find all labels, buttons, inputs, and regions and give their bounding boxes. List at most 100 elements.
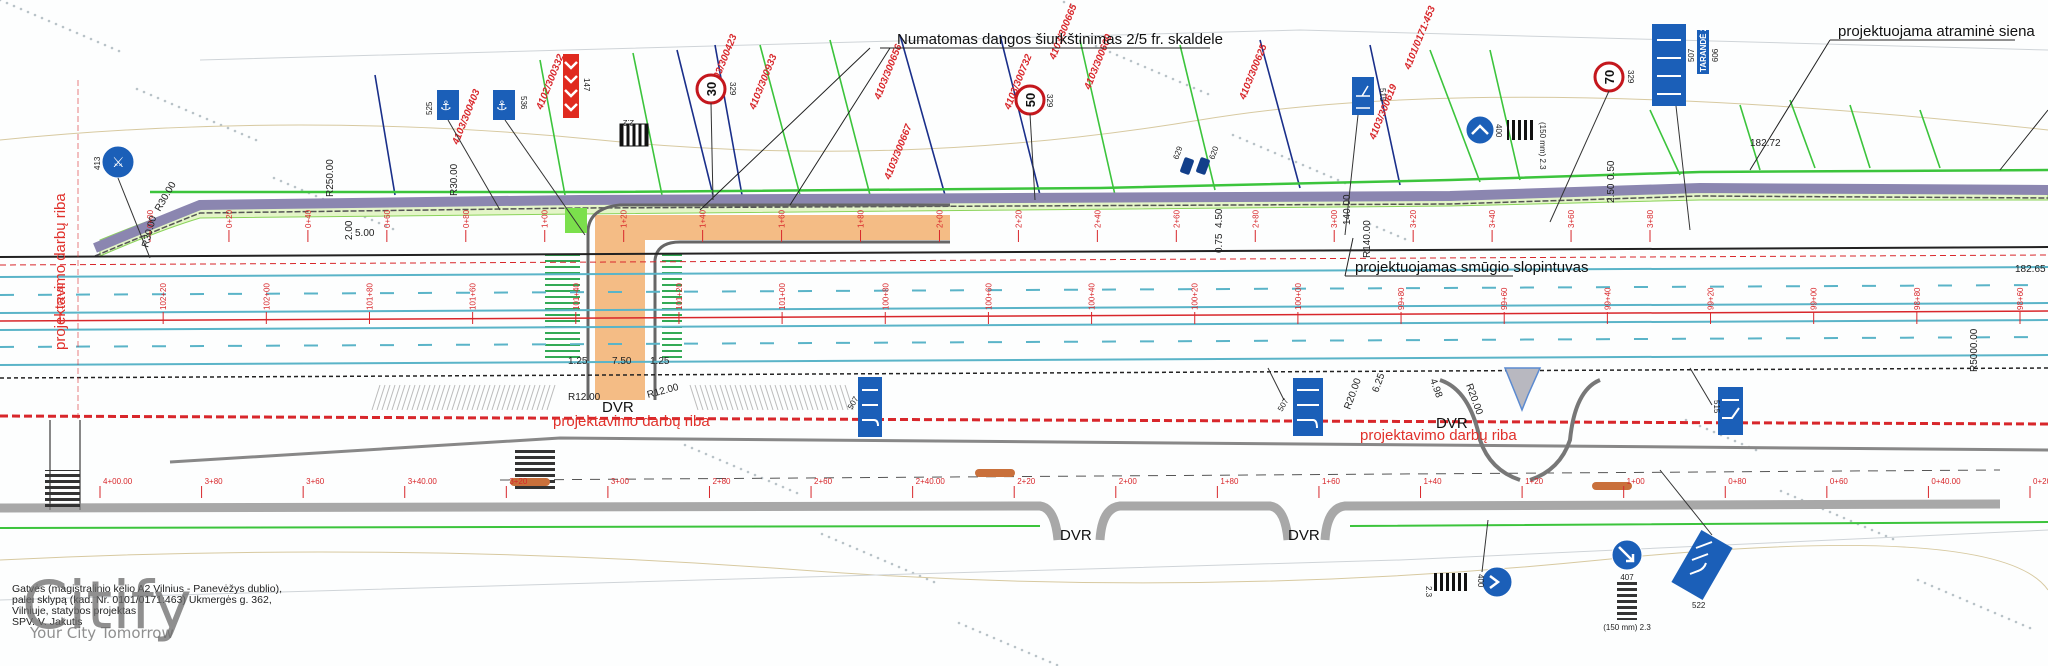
survey-point [1301,163,1305,167]
dim-750: 7.50 [612,356,632,367]
chainage-label-top: 1+40 [699,209,708,228]
chainage-label-main: 102+20 [159,283,168,310]
speed-value: 50 [1023,93,1038,107]
chainage-label-low: 3+00 [611,477,630,486]
contour-line [0,544,2048,591]
parcel-boundary-line [1369,44,1401,186]
survey-point [1238,136,1242,140]
survey-point [1884,534,1888,538]
survey-point [89,37,93,41]
chainage-label-main: 99+00 [1810,287,1819,310]
dim-r12-a: R12.00 [568,392,601,403]
survey-point [61,25,65,29]
parcel-boundary-line [374,74,396,196]
sign-code: 522 [1692,601,1706,610]
survey-point [103,43,107,47]
survey-point [1157,71,1161,75]
lane-line [0,367,2048,379]
contour-line [0,96,2048,152]
callout-roughening-text: Numatomas dangos šiurkštinimas 2/5 fr. s… [897,31,1223,48]
hatch-line [411,384,421,411]
hatch-line [531,384,541,411]
survey-point [1206,92,1210,96]
sign-code: 2.2 [622,118,634,127]
chainage-label-low: 0+40.00 [1931,477,1961,486]
lane-line [0,302,2048,314]
survey-point [1891,537,1895,541]
survey-point [1245,139,1249,143]
survey-point [1185,83,1189,87]
hatch-line [814,384,824,411]
survey-point [254,138,258,142]
chainage-label-main: 98+60 [2016,287,2025,310]
crosswalk-lower-left [45,470,80,510]
callout-crash-cushion: projektuojamas smūgio slopintuvas [1344,237,1588,277]
sign-407-keep-right: 407 (150 mm) 2.3 [1603,539,1651,632]
survey-point [788,488,792,492]
sign-515-lane-low: 515 [1689,367,1743,435]
dim-r20-a: R20.00 [1342,377,1364,411]
hatch-line [511,384,521,411]
survey-point [855,547,859,551]
survey-point [1048,660,1052,664]
dim-2: 2.00 [344,220,355,240]
hatch-line [714,384,724,411]
callout-retaining-wall-text: projektuojama atraminė siena [1838,23,2035,40]
hatch-line [486,384,496,411]
survey-point [876,556,880,560]
survey-point [370,218,374,222]
chainage-label-top: 0+60 [383,209,392,228]
survey-point [904,568,908,572]
hatch-line [729,384,739,411]
chainage-label-top: 2+20 [1014,209,1023,228]
sign-speed-70: 70 329 [1549,61,1635,223]
hatch-line [709,384,719,411]
survey-point [47,19,51,23]
green-boundary-top [150,168,2048,194]
hatch-line [694,384,704,411]
survey-point [1308,166,1312,170]
survey-point [1705,427,1709,431]
hatch-line [819,384,829,411]
sign-code: 400 [1494,124,1503,138]
sign-code: 413 [93,156,102,170]
survey-point [1336,178,1340,182]
parcel-boundary-line [1179,44,1216,191]
watermark-brand: Citify [22,567,192,644]
survey-point [1266,148,1270,152]
cadastral-number: 4103/300667 [882,122,915,182]
hatch-line [491,384,501,411]
survey-point [1930,584,1934,588]
survey-point [1315,169,1319,173]
title-line-4: SPV. V. Jakutis [12,616,82,628]
survey-point [2014,620,2018,624]
survey-point [1129,59,1133,63]
ramp-loops [1439,378,1601,482]
chainage-label-main: 100+40 [1088,283,1097,310]
sign-code: 507 [1687,48,1696,62]
cadastral-number: 4103/300625 [1237,42,1270,102]
parcel-boundary-line [714,44,743,196]
survey-point [841,541,845,545]
sign-speed-30: 30 329 [695,73,737,201]
survey-point [1726,436,1730,440]
hatch-line [779,384,789,411]
survey-point [1115,53,1119,57]
chainage-label-low: 1+80 [1220,477,1239,486]
chainage-label-low: 3+60 [306,477,325,486]
survey-point [1062,0,1066,4]
survey-point [1396,234,1400,238]
survey-point [1863,525,1867,529]
survey-point [1870,528,1874,532]
hatch-line [546,384,556,411]
chainage-label-main: 101+20 [675,283,684,310]
lower-road-dashes [499,469,2001,481]
survey-point [68,28,72,32]
hatch-line [704,384,714,411]
survey-point [2021,623,2025,627]
chainage-label-top: 1+20 [620,209,629,228]
hatch-line [759,384,769,411]
survey-point [795,491,799,495]
survey-point [1965,599,1969,603]
hatch-line [401,384,411,411]
